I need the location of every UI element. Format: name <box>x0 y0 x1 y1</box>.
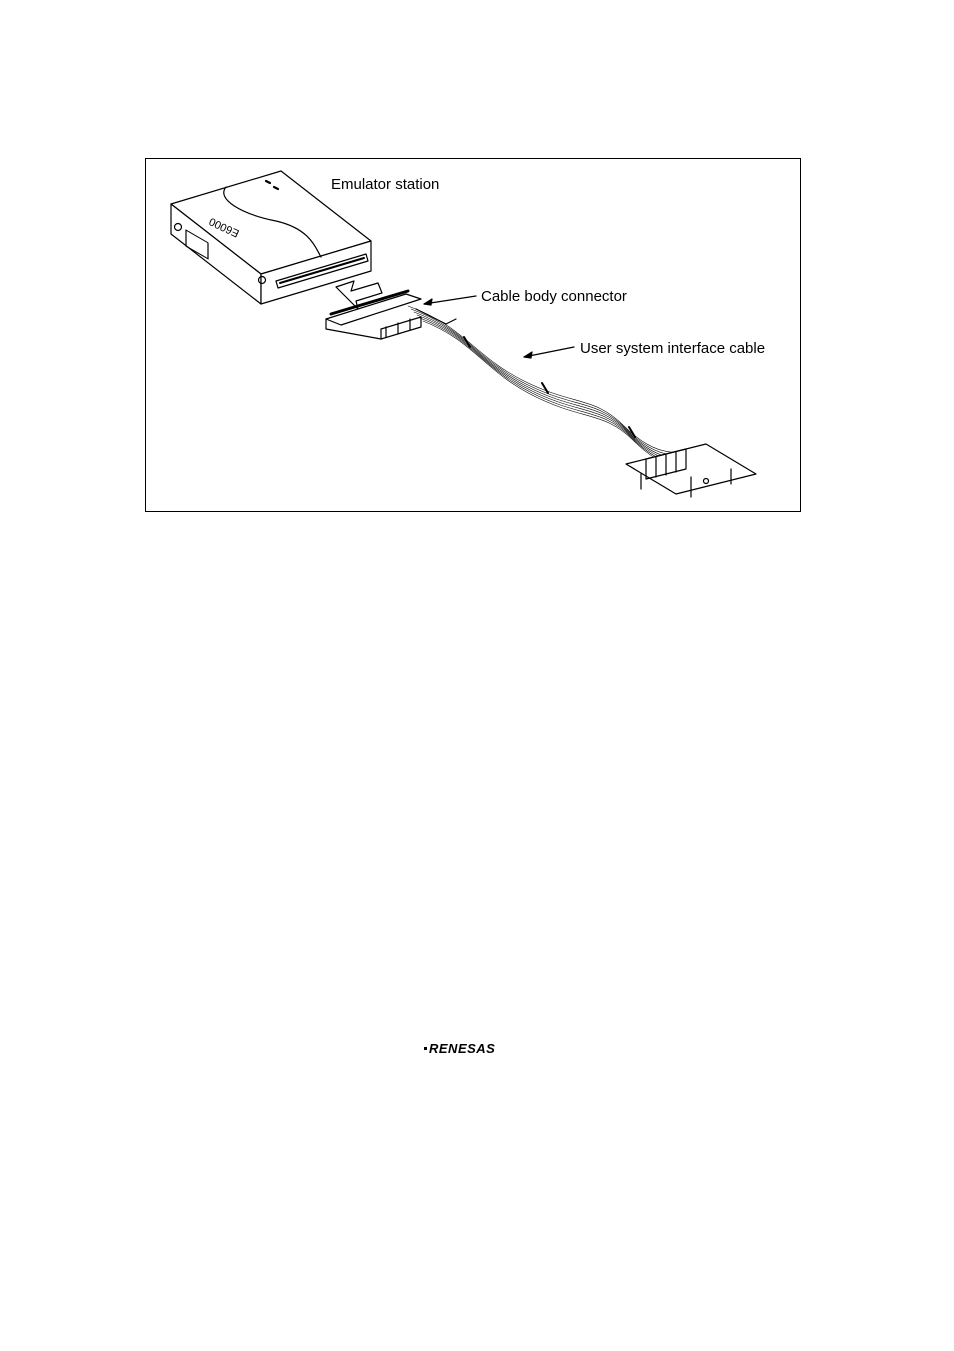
label-user-system-interface-cable: User system interface cable <box>580 340 766 357</box>
emulator-cable-illustration: E6000 <box>170 170 757 498</box>
label-emulator-station: Emulator station <box>331 176 440 193</box>
renesas-logo: RENESAS <box>424 1038 524 1058</box>
figure-frame: E6000 Emulator station Cable body connec… <box>145 158 801 512</box>
user-system-adapter <box>625 443 757 498</box>
label-cable-body-connector: Cable body connector <box>481 288 627 305</box>
leader-lines <box>423 295 575 359</box>
cable-body-connector <box>325 289 457 340</box>
emulator-station-box <box>170 170 372 305</box>
insertion-arrow <box>335 280 383 310</box>
svg-text:RENESAS: RENESAS <box>429 1041 495 1056</box>
ribbon-cable <box>407 305 725 472</box>
